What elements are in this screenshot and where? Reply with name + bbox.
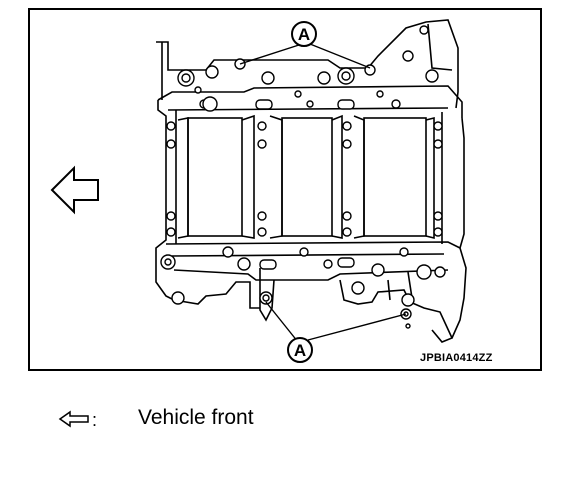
callout-a-bottom: A (287, 337, 313, 363)
engine-block-lower-view-figure: A A JPBIA0414ZZ (28, 8, 542, 371)
bearing-cap-bolts (166, 121, 443, 237)
hollow-left-arrow-icon (58, 410, 89, 428)
callout-a-bottom-label: A (294, 341, 306, 360)
figure-frame (28, 8, 542, 371)
engine-block-outline (155, 19, 467, 343)
callout-a-top: A (291, 21, 317, 47)
callout-leaders (239, 43, 407, 343)
vehicle-front-arrow-icon (50, 165, 99, 215)
engine-block-diagram: A A (28, 8, 542, 371)
block-bosses (160, 25, 446, 329)
legend-text: Vehicle front (138, 406, 254, 429)
bearing-windows (177, 114, 435, 240)
legend: : Vehicle front (58, 406, 358, 436)
oil-slots (255, 99, 355, 270)
callout-a-top-label: A (298, 25, 310, 44)
legend-separator: : (92, 410, 98, 430)
figure-reference-code: JPBIA0414ZZ (420, 352, 493, 364)
